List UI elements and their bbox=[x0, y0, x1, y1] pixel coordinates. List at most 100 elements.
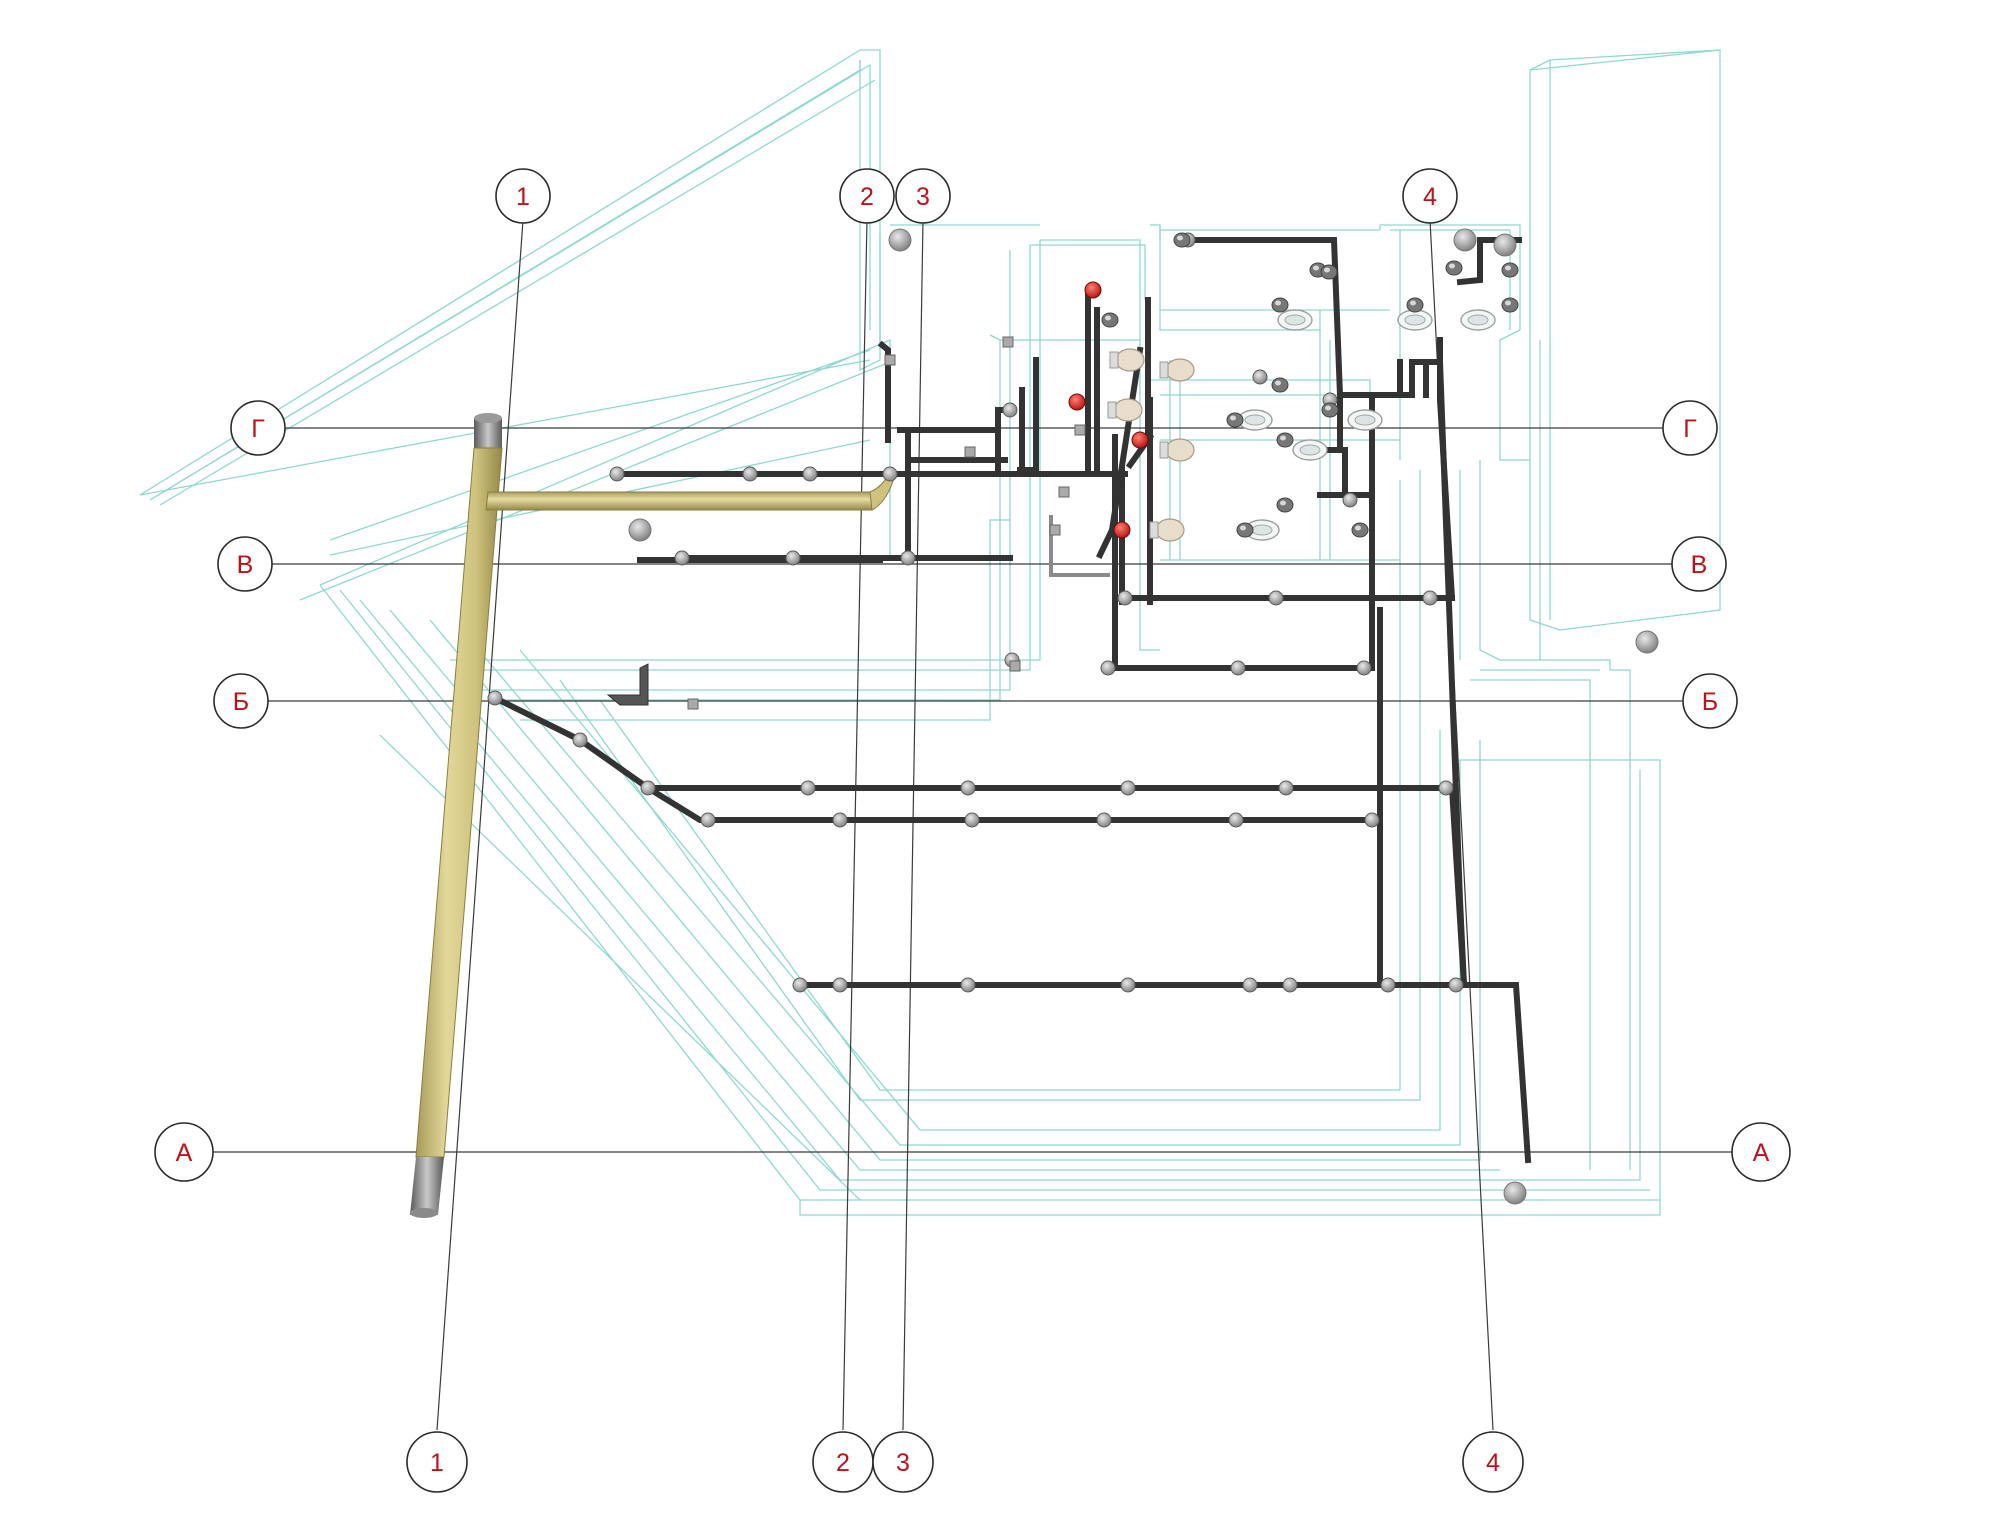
axis-label-4-top: 4 bbox=[1423, 183, 1437, 211]
valve-icon bbox=[1131, 431, 1149, 449]
axis-bubbles: 1 2 3 4 1 2 3 bbox=[154, 168, 1791, 1493]
ball-fixture-icon bbox=[628, 518, 652, 542]
axis-line-2 bbox=[842, 219, 868, 1431]
pipe-segment bbox=[643, 783, 1383, 823]
pipe-fitting bbox=[900, 550, 916, 566]
axis-label-3-top: 3 bbox=[916, 183, 930, 211]
pipe-fitting bbox=[640, 780, 656, 796]
drain-fixture-icon bbox=[1236, 522, 1254, 538]
pipe-segment bbox=[897, 427, 1001, 477]
insulated-main-pipe bbox=[410, 413, 895, 1218]
axis-bubble-2-bottom: 2 bbox=[812, 1431, 874, 1493]
pipe-fitting bbox=[1380, 977, 1396, 993]
sink-fixture-icon bbox=[1292, 439, 1328, 461]
red-valve-icons bbox=[1068, 281, 1149, 539]
pipe-fitting bbox=[1278, 780, 1294, 796]
drain-fixture-icon bbox=[1501, 297, 1519, 313]
roof-outline bbox=[139, 49, 896, 601]
valve-icon bbox=[1084, 281, 1102, 299]
pipe-segment bbox=[1448, 784, 1468, 989]
drain-fixture-icon bbox=[1320, 264, 1338, 280]
axis-bubble-g-left: Г bbox=[230, 400, 286, 456]
axis-label-b-right: Б bbox=[1702, 688, 1718, 716]
pipe-fitting bbox=[1002, 402, 1018, 418]
pipe-segment-thin bbox=[1049, 515, 1110, 577]
pipe-fitting bbox=[1448, 977, 1464, 993]
pipe-fitting bbox=[1364, 812, 1380, 828]
axis-bubble-g-right: Г bbox=[1662, 400, 1718, 456]
pipe-fitting bbox=[792, 977, 808, 993]
axis-line-1 bbox=[436, 219, 524, 1431]
pipe-fitting bbox=[1422, 590, 1438, 606]
pipe-fitting bbox=[1120, 780, 1136, 796]
pipe-segment bbox=[797, 982, 1532, 1164]
axis-label-g-right: Г bbox=[1683, 415, 1697, 443]
pipe-fitting bbox=[960, 780, 976, 796]
toilet-fixture-icon bbox=[1109, 348, 1145, 372]
pipe-fitting bbox=[1117, 590, 1133, 606]
pipe-fitting bbox=[487, 690, 503, 706]
small-fixture-icon bbox=[964, 446, 976, 458]
pipe-fitting bbox=[674, 550, 690, 566]
pipe-fitting bbox=[742, 466, 758, 482]
toilet-fixture-icon bbox=[1159, 438, 1195, 462]
ball-fixture-icon bbox=[1503, 1181, 1527, 1205]
floor-drain-fixture-icon bbox=[606, 663, 649, 706]
toilet-fixture-icon bbox=[1149, 518, 1185, 542]
pipe-fitting bbox=[964, 812, 980, 828]
axis-label-4-bottom: 4 bbox=[1486, 1449, 1500, 1477]
ball-fixture-icon bbox=[1635, 630, 1659, 654]
axis-bubble-3-bottom: 3 bbox=[872, 1431, 934, 1493]
axis-label-a-left: А bbox=[176, 1139, 193, 1167]
pipe-segment bbox=[490, 693, 1455, 791]
drain-fixture-icon bbox=[1321, 402, 1339, 418]
pipe-fitting bbox=[1230, 660, 1246, 676]
plumbing-fixture-icons bbox=[606, 228, 1659, 1205]
pipe-fittings bbox=[487, 232, 1464, 993]
drain-fixture-icon bbox=[1271, 377, 1289, 393]
pipe-fitting bbox=[1438, 780, 1454, 796]
small-fixture-icon bbox=[687, 698, 699, 710]
axis-label-a-right: А bbox=[1753, 1139, 1770, 1167]
pipe-fitting bbox=[785, 550, 801, 566]
drain-fixture-icon bbox=[1226, 412, 1244, 428]
axis-label-b-left: Б bbox=[233, 688, 249, 716]
pipe-fitting bbox=[832, 812, 848, 828]
axis-label-2-bottom: 2 bbox=[836, 1449, 850, 1477]
drain-fixture-icon bbox=[1406, 297, 1424, 313]
valve-icon bbox=[1068, 393, 1086, 411]
pipe-fitting bbox=[1356, 660, 1372, 676]
axis-label-1-bottom: 1 bbox=[430, 1449, 444, 1477]
axis-label-1-top: 1 bbox=[516, 183, 530, 211]
drain-fixture-icon bbox=[1271, 297, 1289, 313]
small-fixture-icon bbox=[1049, 524, 1061, 536]
sink-fixture-icon bbox=[1277, 309, 1313, 331]
pipe-fitting bbox=[960, 977, 976, 993]
pipe-fitting bbox=[802, 466, 818, 482]
axis-line-3 bbox=[902, 219, 924, 1431]
pipe-fitting bbox=[1096, 812, 1112, 828]
right-tall-block-outline bbox=[1459, 49, 1721, 1170]
axis-label-g-left: Г bbox=[251, 415, 265, 443]
drain-fixture-icon bbox=[1101, 312, 1119, 328]
pipe-segment bbox=[1095, 525, 1117, 560]
small-fixture-icon bbox=[1058, 486, 1070, 498]
toilet-fixture-icon bbox=[1159, 358, 1195, 382]
axis-bubble-2-top: 2 bbox=[839, 168, 895, 224]
ball-fixture-icon bbox=[1453, 228, 1477, 252]
axis-bubble-1-top: 1 bbox=[495, 168, 551, 224]
pipe-fitting bbox=[1228, 812, 1244, 828]
drain-fixture-icon bbox=[1173, 232, 1191, 248]
pipe-segment bbox=[1185, 237, 1443, 398]
axis-bubble-a-left: А bbox=[154, 1122, 214, 1182]
axis-label-3-bottom: 3 bbox=[896, 1449, 910, 1477]
drain-fixture-icon bbox=[1501, 262, 1519, 278]
axis-bubble-1-bottom: 1 bbox=[406, 1431, 468, 1493]
pipe-fitting bbox=[832, 977, 848, 993]
building-wireframe bbox=[139, 49, 1721, 1216]
pipe-fitting bbox=[1282, 977, 1298, 993]
valve-icon bbox=[1113, 521, 1131, 539]
small-fixture-icon bbox=[1002, 336, 1014, 348]
sink-fixture-icon bbox=[1460, 309, 1496, 331]
